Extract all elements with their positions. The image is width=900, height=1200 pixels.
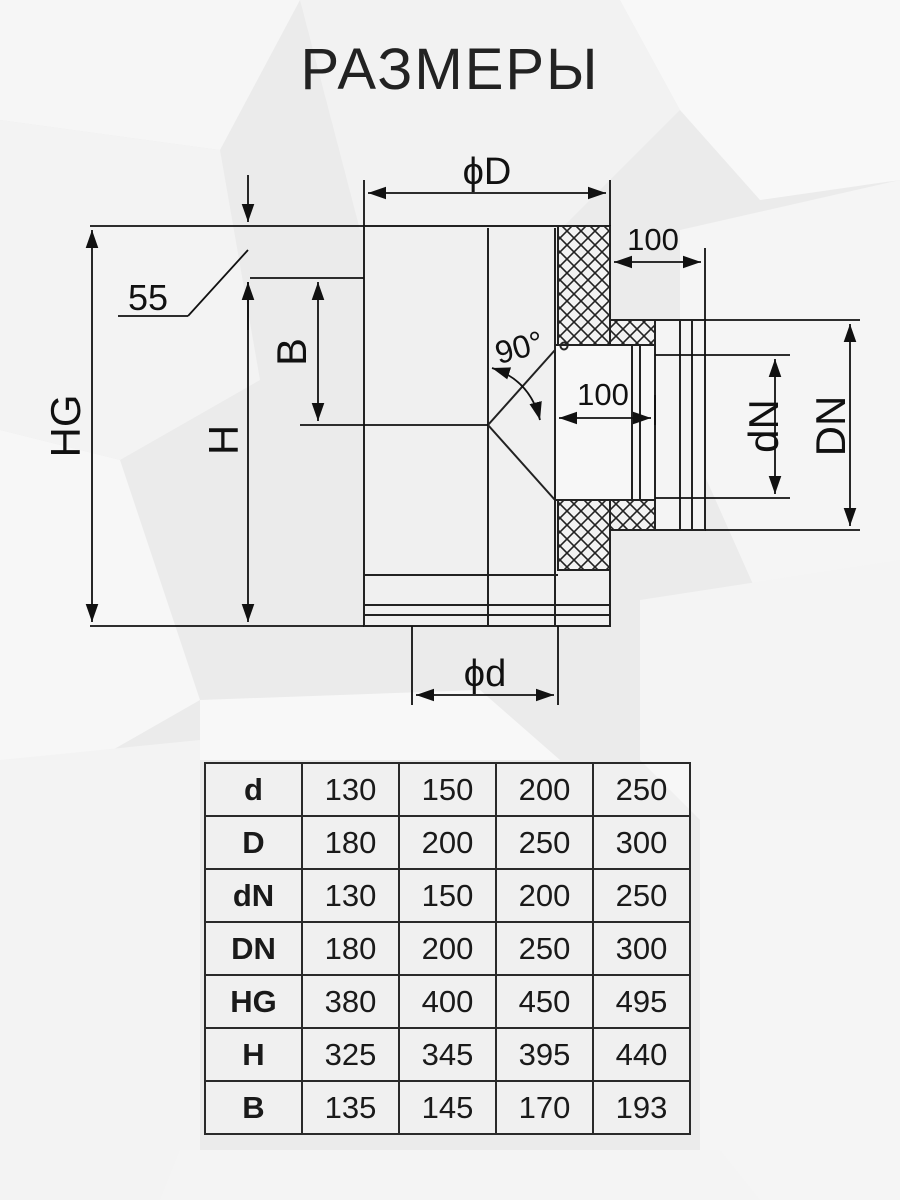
table-cell: 395 [495, 1027, 594, 1082]
table-row: DN 180 200 250 300 [204, 921, 691, 976]
page-title: РАЗМЕРЫ [300, 37, 600, 102]
table-row: B 135 145 170 193 [204, 1080, 691, 1135]
table-row: d 130 150 200 250 [204, 762, 691, 817]
table-cell: 180 [301, 921, 400, 976]
table-cell: 495 [592, 974, 691, 1029]
table-cell: 200 [495, 868, 594, 923]
label-55: 55 [128, 277, 168, 318]
label-dN: dN [740, 399, 787, 453]
table-cell: 250 [592, 762, 691, 817]
table-row: HG 380 400 450 495 [204, 974, 691, 1029]
label-inner-diameter: ϕd [464, 653, 506, 695]
table-cell: 380 [301, 974, 400, 1029]
table-cell: 150 [398, 868, 497, 923]
label-outer-diameter: ϕD [463, 151, 512, 193]
label-DN: DN [807, 396, 854, 457]
table-cell: 200 [398, 815, 497, 870]
label-HG: HG [42, 395, 89, 458]
table-cell: 400 [398, 974, 497, 1029]
dimensions-table: d 130 150 200 250 D 180 200 250 300 dN 1… [204, 762, 691, 1135]
table-cell: 130 [301, 762, 400, 817]
table-cell: 300 [592, 815, 691, 870]
row-param: DN [204, 921, 303, 976]
table-cell: 250 [592, 868, 691, 923]
table-cell: 250 [495, 815, 594, 870]
row-param: D [204, 815, 303, 870]
row-param: B [204, 1080, 303, 1135]
table-cell: 130 [301, 868, 400, 923]
table-cell: 345 [398, 1027, 497, 1082]
table-cell: 145 [398, 1080, 497, 1135]
table-cell: 180 [301, 815, 400, 870]
table-cell: 135 [301, 1080, 400, 1135]
table-row: dN 130 150 200 250 [204, 868, 691, 923]
table-cell: 170 [495, 1080, 594, 1135]
table-cell: 450 [495, 974, 594, 1029]
table-cell: 200 [495, 762, 594, 817]
label-B: B [268, 338, 315, 366]
table-row: H 325 345 395 440 [204, 1027, 691, 1082]
label-H: H [200, 425, 247, 455]
insulation-hatch-lower [557, 497, 611, 571]
label-100-inner: 100 [577, 377, 629, 412]
row-param: dN [204, 868, 303, 923]
table-cell: 250 [495, 921, 594, 976]
table-cell: 440 [592, 1027, 691, 1082]
table-cell: 300 [592, 921, 691, 976]
label-100-top: 100 [627, 222, 679, 257]
table-row: D 180 200 250 300 [204, 815, 691, 870]
table-cell: 325 [301, 1027, 400, 1082]
tee-technical-drawing: ϕD ϕd 55 100 100 90° HG H B dN DN [42, 151, 860, 705]
table-cell: 193 [592, 1080, 691, 1135]
row-param: d [204, 762, 303, 817]
row-param: H [204, 1027, 303, 1082]
table-cell: 150 [398, 762, 497, 817]
row-param: HG [204, 974, 303, 1029]
insulation-hatch-upper [557, 225, 611, 347]
table-cell: 200 [398, 921, 497, 976]
